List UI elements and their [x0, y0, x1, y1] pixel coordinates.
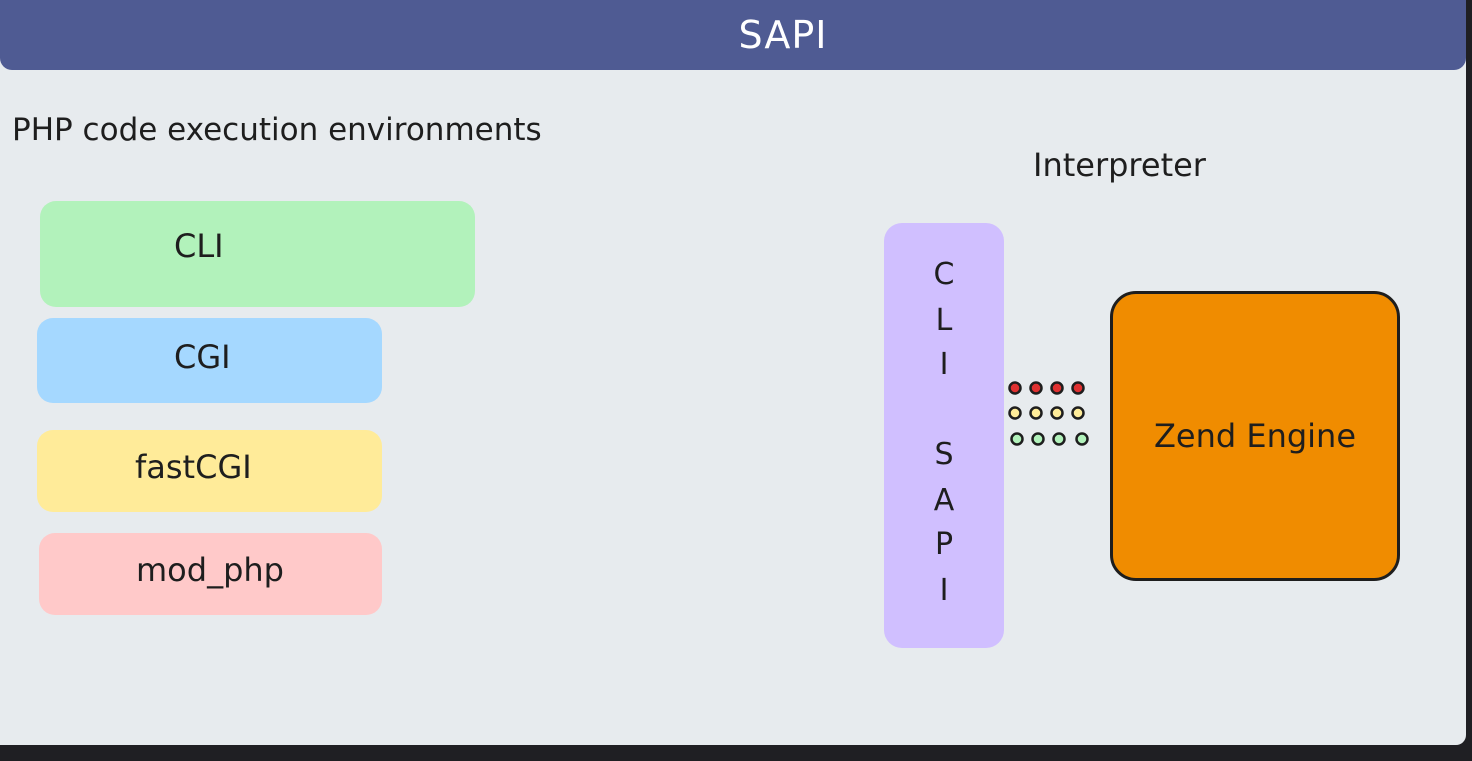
connector-dot [1071, 406, 1085, 420]
env-box-fastcgi: fastCGI [37, 430, 382, 512]
sapi-letter: L [935, 303, 953, 338]
sapi-letter: I [939, 347, 949, 382]
sapi-letter: P [934, 527, 954, 562]
connector-dot [1050, 381, 1064, 395]
env-box-cgi: CGI [37, 318, 382, 403]
connector-dot [1029, 406, 1043, 420]
diagram-canvas: SAPI PHP code execution environments CLI… [0, 0, 1466, 745]
connector-dot [1050, 406, 1064, 420]
connector-dot [1071, 381, 1085, 395]
sapi-letter: I [939, 573, 949, 608]
env-label-mod-php: mod_php [136, 551, 284, 589]
env-label-fastcgi: fastCGI [135, 448, 252, 486]
connector-dot [1031, 432, 1045, 446]
header-title: SAPI [738, 13, 828, 57]
sapi-letter: C [933, 257, 955, 292]
zend-engine-box: Zend Engine [1110, 291, 1400, 581]
cli-sapi-box: C L I S A P I [884, 223, 1004, 648]
connector-dot [1075, 432, 1089, 446]
sapi-letter: A [933, 483, 955, 518]
connector-dot [1008, 406, 1022, 420]
env-box-mod-php: mod_php [39, 533, 382, 615]
env-label-cgi: CGI [174, 338, 231, 376]
connector-dot [1029, 381, 1043, 395]
interpreter-title: Interpreter [1033, 146, 1206, 184]
env-label-cli: CLI [174, 227, 224, 265]
zend-engine-label: Zend Engine [1153, 417, 1357, 455]
header-bar: SAPI [0, 0, 1466, 70]
environments-title: PHP code execution environments [12, 112, 542, 148]
env-box-cli: CLI [40, 201, 475, 307]
connector-dot [1052, 432, 1066, 446]
connector-dot [1008, 381, 1022, 395]
sapi-letter: S [934, 437, 954, 472]
connector-dots [1008, 381, 1089, 446]
connector-dot [1010, 432, 1024, 446]
